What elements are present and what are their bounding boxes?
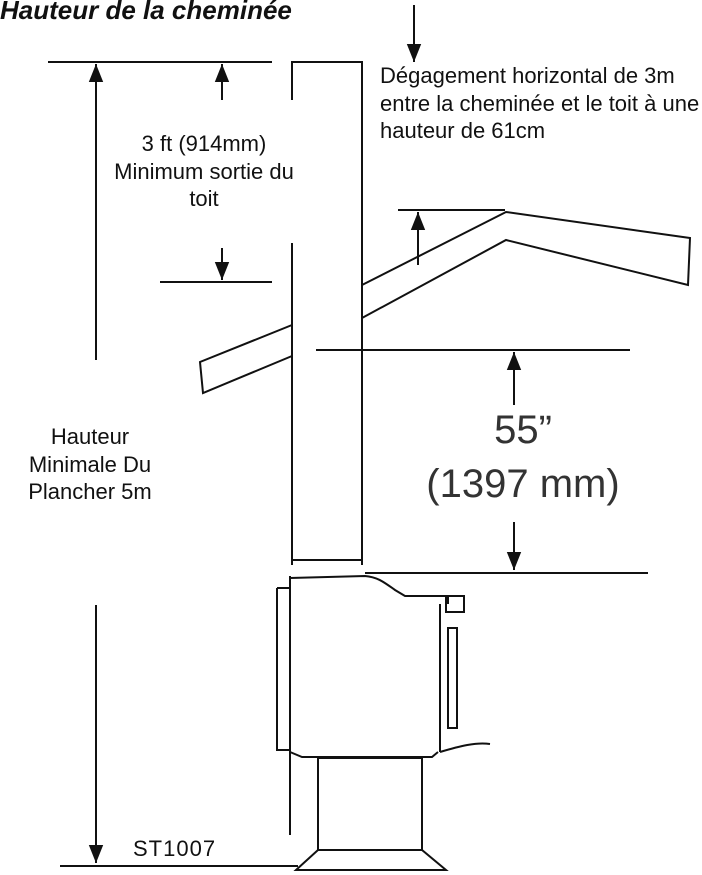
roof-clearance-note: Dégagement horizontal de 3m entre la che…	[380, 63, 700, 143]
wood-stove	[277, 576, 490, 870]
floor-height-dimension	[60, 64, 298, 866]
drawing-code: ST1007	[133, 836, 217, 861]
ceiling-clearance-inches: 55”	[494, 408, 552, 452]
roof	[200, 210, 690, 393]
ceiling-clearance-mm: (1397 mm)	[426, 462, 620, 506]
ceiling-clearance-label: 55” (1397 mm)	[398, 403, 648, 511]
min-exit-dimension	[48, 62, 272, 282]
min-exit-note: 3 ft (914mm) Minimum sortie du toit	[114, 131, 294, 211]
floor-height-note: Hauteur Minimale Du Plancher 5m	[28, 424, 152, 504]
chimney-pipe	[292, 62, 362, 565]
diagram-title: Hauteur de la cheminée	[0, 0, 292, 25]
ceiling-clearance-dimension	[316, 350, 648, 573]
